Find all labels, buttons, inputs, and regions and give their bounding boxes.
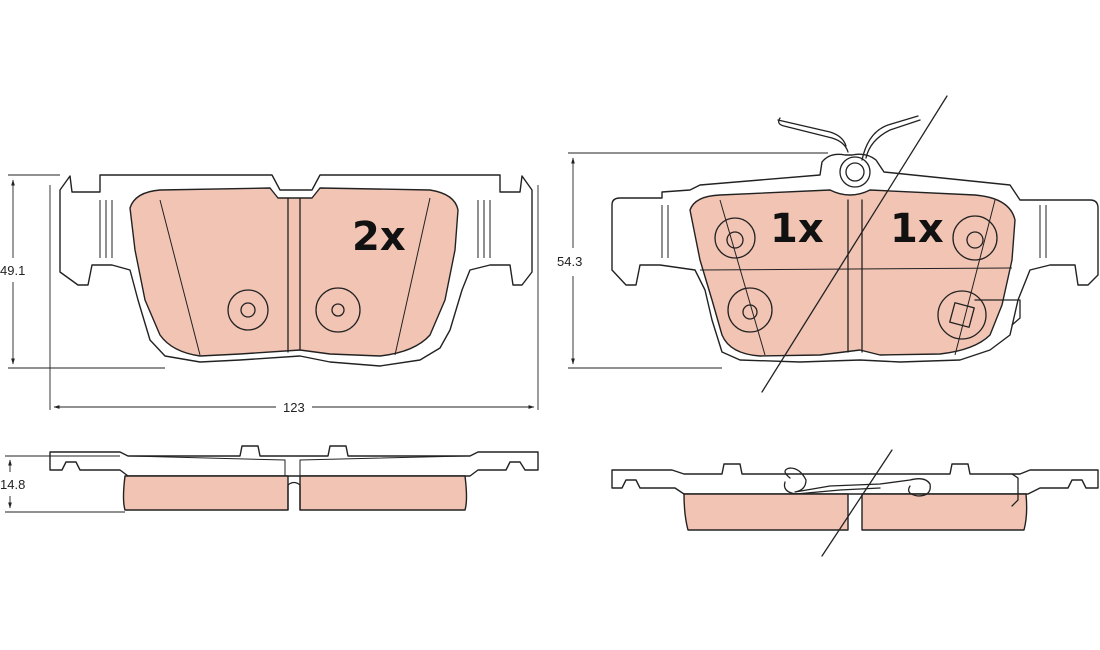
spring-clip-top: [777, 115, 921, 188]
height-right-label: 54.3: [557, 254, 582, 269]
wear-sensor-mount: [937, 290, 1021, 340]
height-left-label: 49.1: [0, 263, 25, 278]
width-dimension: 123: [49, 185, 539, 415]
left-pad-side-view: [49, 445, 539, 511]
right-friction-pad: [689, 189, 1016, 357]
right-pad-boss-2: [952, 215, 998, 261]
height-dimension-left: 49.1: [0, 174, 165, 369]
right-side-friction: [683, 493, 849, 531]
right-side-backing-plate: [611, 463, 1099, 495]
left-side-backing-plate: [49, 445, 539, 477]
width-label: 123: [283, 400, 305, 415]
thickness-dimension: 14.8: [0, 455, 125, 513]
section-break-line-bottom: [821, 449, 893, 557]
right-pad-front-view: 1x 1x: [611, 95, 1099, 393]
thickness-label: 14.8: [0, 477, 25, 492]
right-pad-quantity-b: 1x: [890, 206, 944, 252]
right-pad-side-view: [611, 449, 1099, 557]
left-pad-quantity: 2x: [352, 214, 406, 260]
right-pad-boss-3: [727, 287, 773, 333]
left-friction-pad: [129, 187, 459, 357]
left-side-friction: [122, 475, 289, 511]
height-dimension-right: 54.3: [557, 152, 828, 369]
left-pad-front-view: 2x: [59, 174, 533, 367]
left-pad-boss-2: [315, 287, 361, 333]
left-pad-boss-1: [227, 289, 269, 331]
spring-clip-side: [783, 467, 931, 497]
right-pad-boss-1: [714, 217, 756, 259]
right-pad-quantity-a: 1x: [770, 206, 824, 252]
section-break-line-top: [761, 95, 948, 393]
